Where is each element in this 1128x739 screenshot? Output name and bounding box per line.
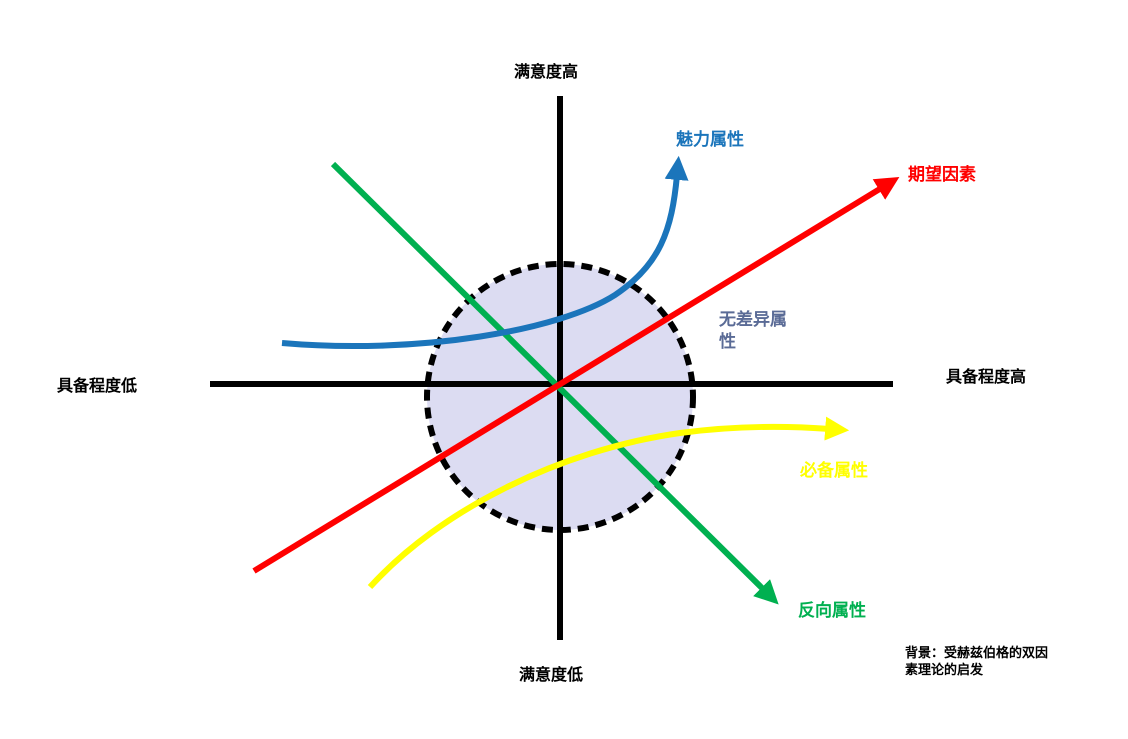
indifferent-attribute-label: 无差异属 性 xyxy=(719,309,787,353)
background-note-line2: 素理论的启发 xyxy=(905,663,984,678)
axis-label-left: 具备程度低 xyxy=(57,376,138,395)
attractive-attribute-curve xyxy=(281,155,689,350)
background-note: 背景：受赫兹伯格的双因 素理论的启发 xyxy=(905,645,1095,679)
background-note-line1: 背景：受赫兹伯格的双因 xyxy=(905,646,1049,661)
expected-factor-label: 期望因素 xyxy=(908,165,976,185)
must-be-attribute-label: 必备属性 xyxy=(800,461,868,481)
axis-label-right: 具备程度高 xyxy=(946,367,1027,386)
reverse-attribute-label: 反向属性 xyxy=(798,601,866,621)
axis-label-bottom: 满意度低 xyxy=(519,665,584,684)
reverse-attribute-line xyxy=(330,161,779,605)
axis-label-top: 满意度高 xyxy=(514,62,579,81)
indifferent-attribute-label-line1: 无差异属 xyxy=(719,310,787,330)
expected-factor-line xyxy=(252,176,900,574)
attractive-attribute-label: 魅力属性 xyxy=(676,130,744,150)
must-be-attribute-curve xyxy=(367,416,850,590)
indifferent-attribute-label-line2: 性 xyxy=(719,332,736,352)
